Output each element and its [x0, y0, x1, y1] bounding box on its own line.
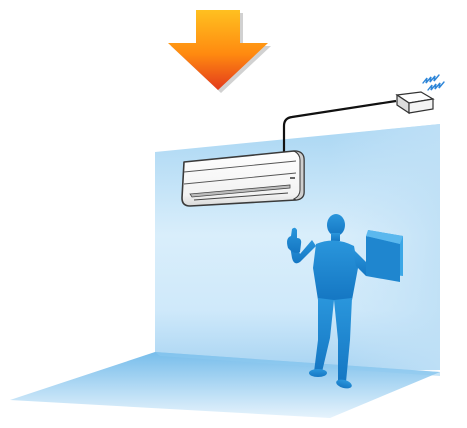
wireless-receiver-unit [397, 92, 433, 113]
document-folder-icon [366, 230, 403, 282]
arrow-down-icon [168, 10, 271, 93]
wireless-signal-icon [423, 75, 444, 90]
